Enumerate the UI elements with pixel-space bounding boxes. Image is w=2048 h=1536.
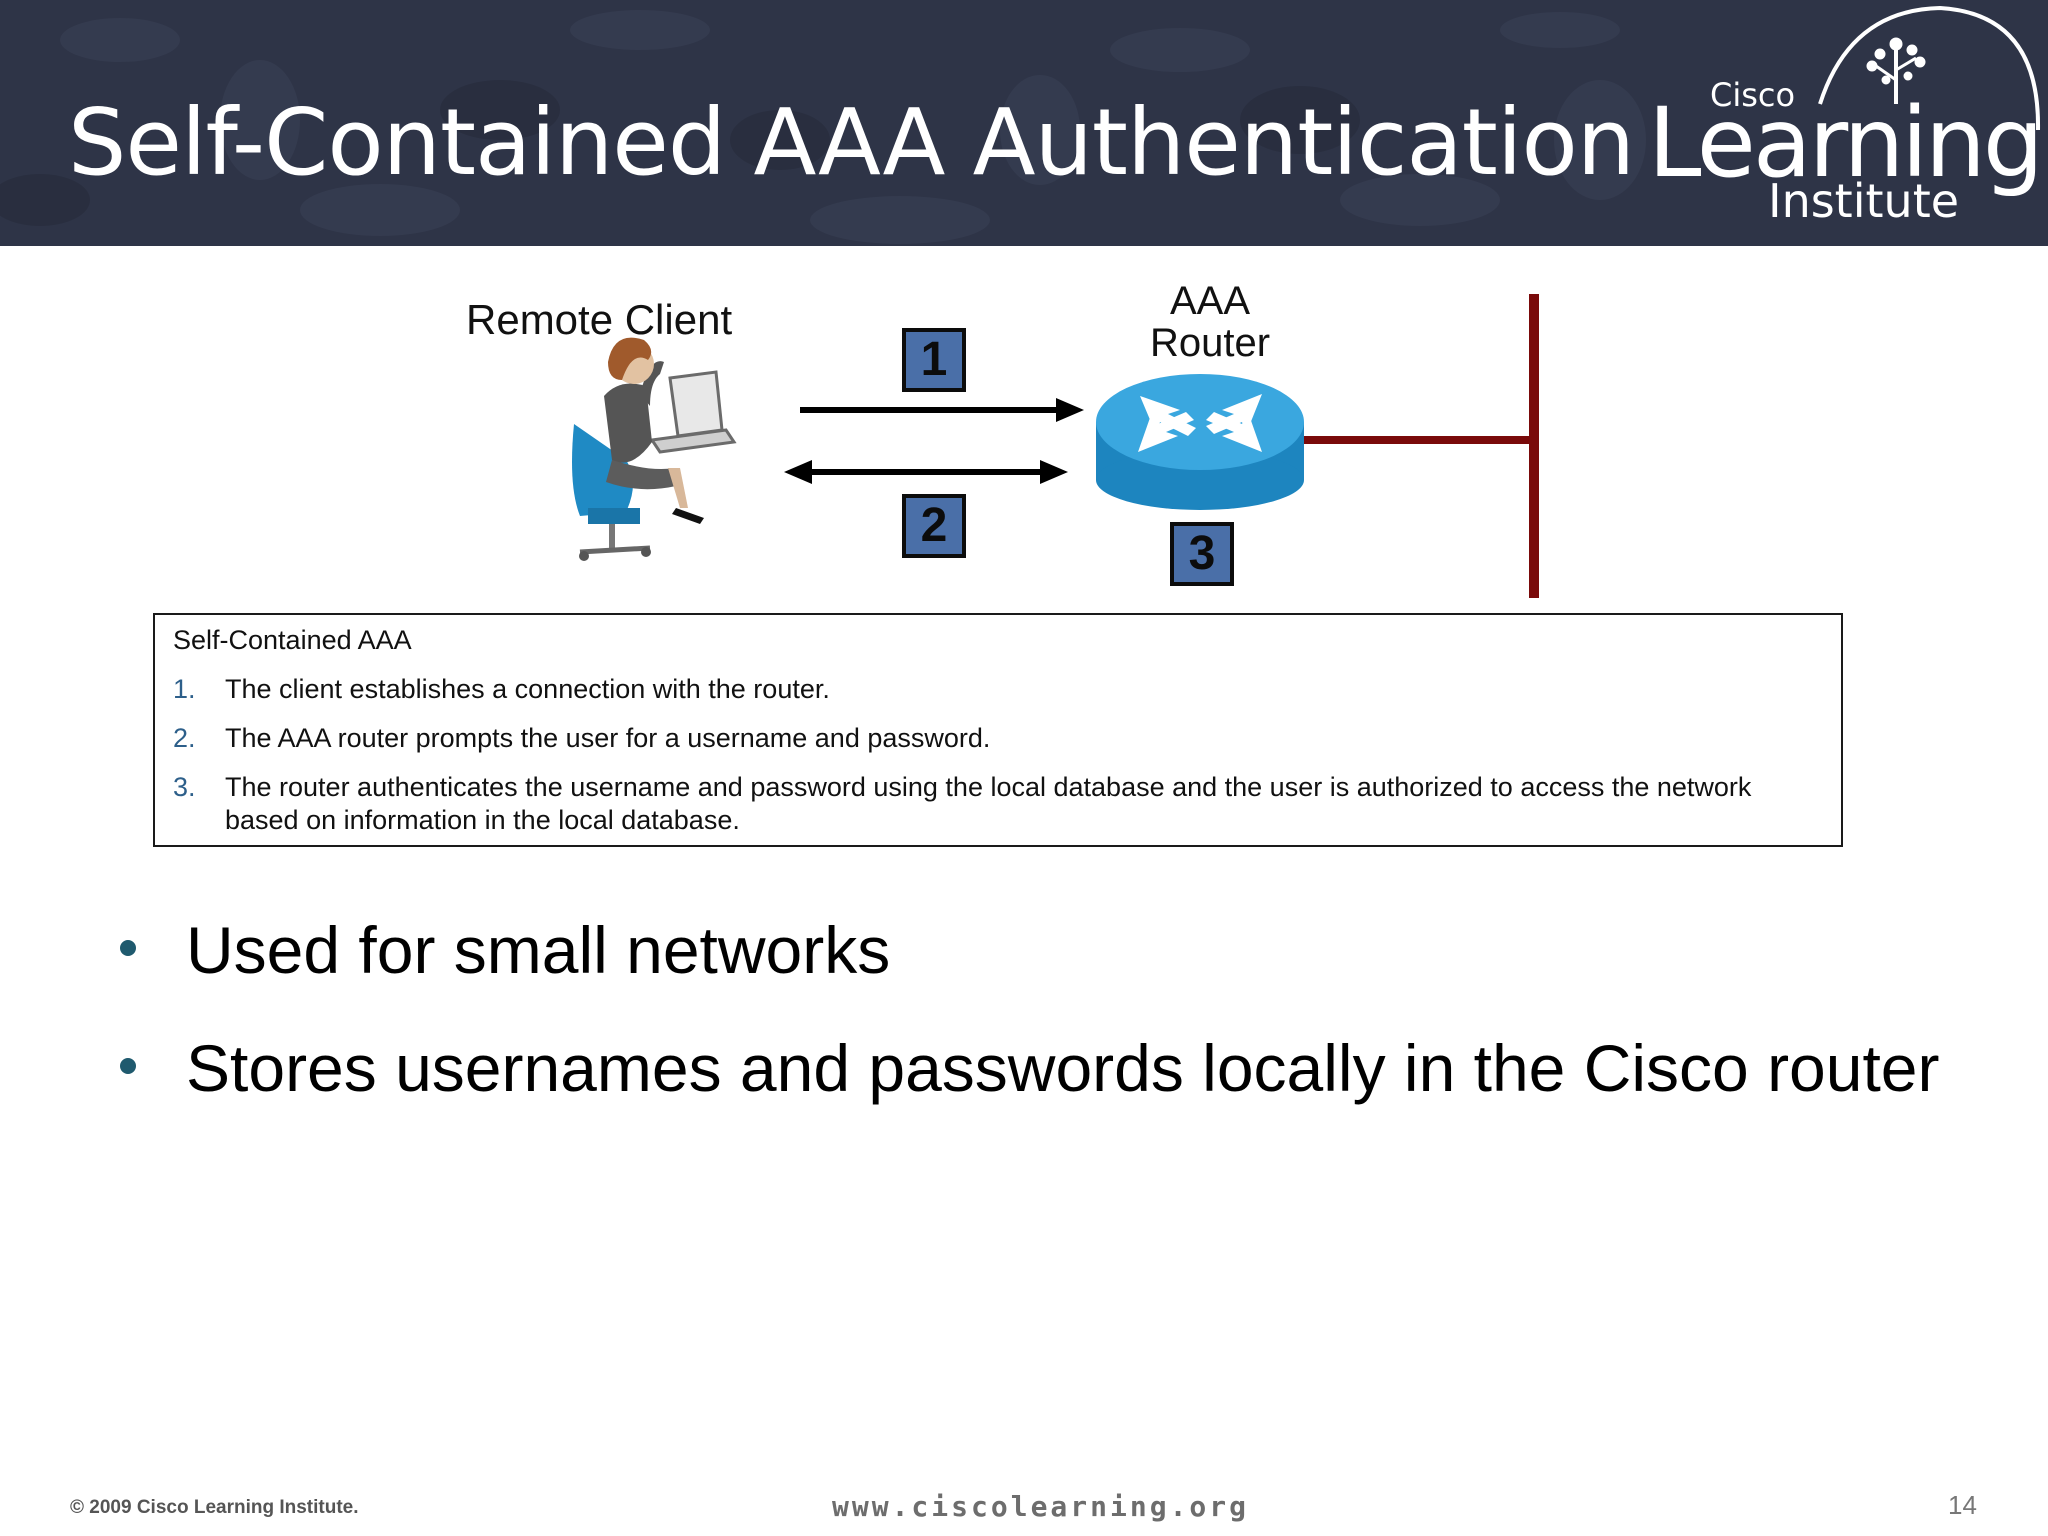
bullet-text: Used for small networks: [186, 913, 891, 987]
footer-url: www.ciscolearning.org: [832, 1490, 1250, 1523]
logo-institute-text: Institute: [1768, 174, 1960, 228]
step-2-badge: 2: [902, 494, 966, 558]
bullet-dot-icon: [120, 1058, 136, 1074]
diagram-graphics: [572, 294, 1539, 598]
cisco-learning-logo: Cisco Learning Institute: [1640, 0, 2048, 246]
legend-item-text: The router authenticates the username an…: [225, 772, 1752, 835]
remote-client-label: Remote Client: [466, 296, 733, 343]
remote-client-figure: [572, 337, 737, 561]
aaa-diagram: Remote Client AAA Router 1 2 3: [0, 246, 2048, 606]
step-1-badge: 1: [902, 328, 966, 392]
aaa-router-label: AAA Router: [1140, 280, 1280, 364]
router-icon: [1096, 374, 1304, 510]
footer-copyright: © 2009 Cisco Learning Institute.: [70, 1497, 359, 1518]
step-3-badge: 3: [1170, 522, 1234, 586]
router-label-line2: Router: [1149, 321, 1271, 365]
legend-box: Self-Contained AAA 1. The client establi…: [153, 613, 1843, 847]
legend-item-text: The AAA router prompts the user for a us…: [225, 723, 991, 753]
legend-list: 1. The client establishes a connection w…: [173, 673, 1823, 853]
legend-item-number: 1.: [173, 674, 196, 704]
bullet-list: Used for small networks Stores usernames…: [120, 910, 1940, 1146]
banner-texture: [0, 10, 1646, 244]
router-label-line1: AAA: [1169, 279, 1251, 323]
logo-cisco-text: Cisco: [1710, 76, 1796, 114]
legend-item: 2. The AAA router prompts the user for a…: [173, 722, 1823, 755]
network-link: [1304, 294, 1539, 598]
bullet-dot-icon: [120, 940, 136, 956]
legend-item: 3. The router authenticates the username…: [173, 771, 1823, 837]
legend-item: 1. The client establishes a connection w…: [173, 673, 1823, 706]
header-banner: Self-Contained AAA Authentication Cis: [0, 0, 2048, 246]
page-number: 14: [1948, 1490, 1977, 1520]
logo-learning-text: Learning: [1648, 87, 2044, 199]
logo-arc-and-tree: [1818, 5, 2041, 131]
arrow-bidirectional: [784, 460, 1068, 484]
legend-title: Self-Contained AAA: [173, 625, 412, 655]
bullet-item: Stores usernames and passwords locally i…: [120, 1028, 1940, 1108]
tree-icon: [1866, 37, 1926, 104]
bullet-text: Stores usernames and passwords locally i…: [186, 1031, 1940, 1105]
slide-title: Self-Contained AAA Authentication: [68, 89, 1635, 196]
arrow-request: [800, 398, 1084, 422]
bullet-item: Used for small networks: [120, 910, 1940, 990]
legend-item-text: The client establishes a connection with…: [225, 674, 830, 704]
legend-item-number: 3.: [173, 772, 196, 802]
legend-item-number: 2.: [173, 723, 196, 753]
